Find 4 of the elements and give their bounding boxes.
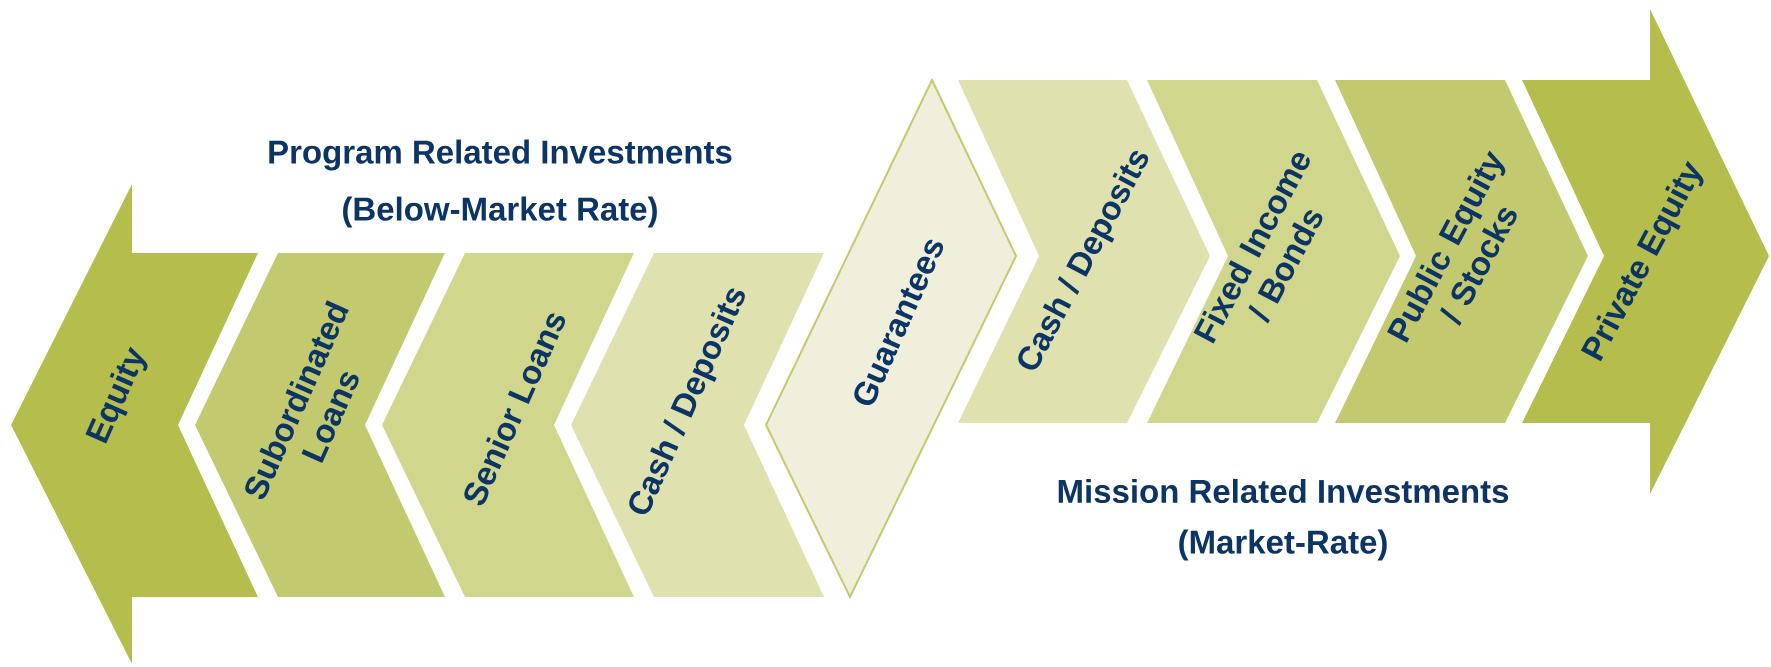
subheading: (Below-Market Rate) [343,196,657,228]
heading: Mission Related Investments [1058,478,1509,504]
subheading: (Market-Rate) [1179,529,1387,561]
heading: Program Related Investments [269,139,732,171]
